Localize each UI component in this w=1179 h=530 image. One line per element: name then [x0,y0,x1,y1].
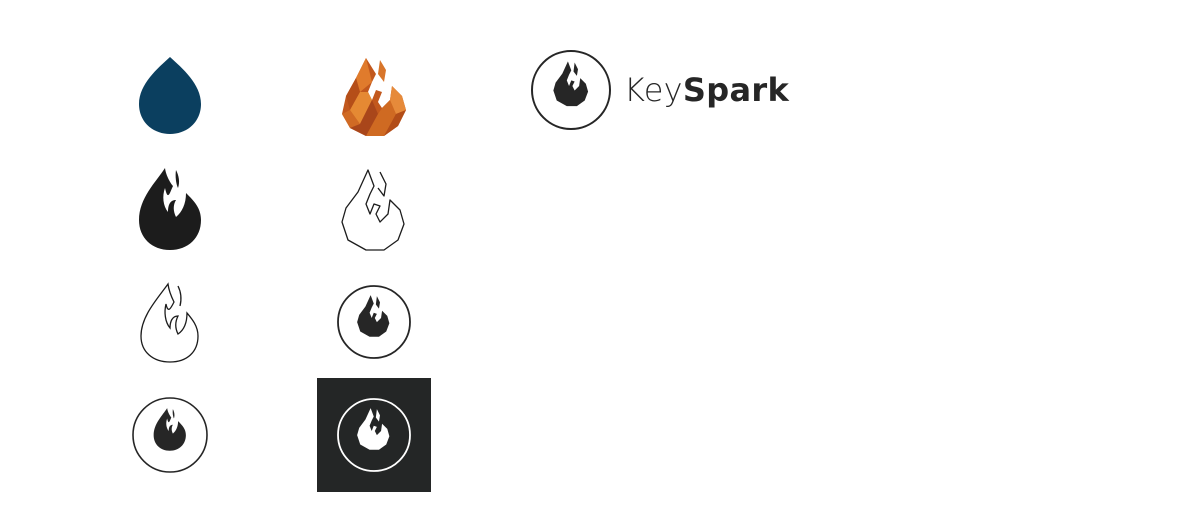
flame-lowpoly-orange-icon [342,58,406,136]
brand-name-bold: Spark [682,71,790,109]
drop-icon [139,57,201,134]
flame-lowpoly-outline-icon [341,169,405,251]
flame-outline-icon [140,282,199,363]
flame-circle-icon [337,285,411,359]
flame-circle-icon [531,50,611,130]
flame-circle-inverted-icon [317,378,431,492]
flame-filled-icon [139,168,201,250]
flame-circle-icon [132,397,208,473]
brand-wordmark: KeySpark [624,64,789,116]
brand-name-light: Key [624,71,683,109]
